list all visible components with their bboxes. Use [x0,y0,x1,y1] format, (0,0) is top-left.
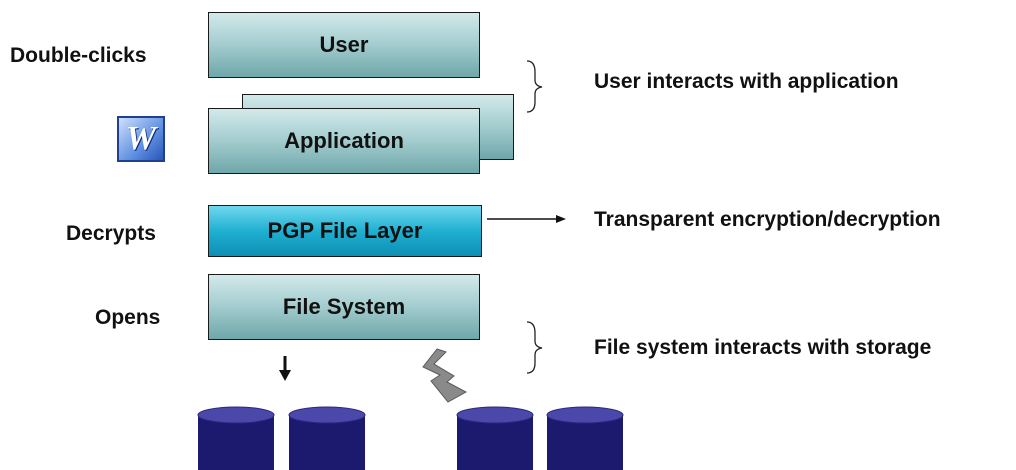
down-arrow-icon [279,356,291,381]
file-system-storage-label: File system interacts with storage [594,336,932,359]
decrypts-label: Decrypts [66,222,156,245]
user-layer-box: User [208,12,480,78]
word-document-icon: W [117,116,165,162]
user-interacts-label: User interacts with application [594,70,899,93]
pgp-file-layer-box: PGP File Layer [208,205,482,257]
disk-cylinder-icon [197,406,275,470]
pgp-file-layer-label: PGP File Layer [267,218,423,243]
double-clicks-label: Double-clicks [10,44,147,67]
file-system-layer-label: File System [282,294,406,319]
user-application-brace [526,60,543,113]
transparent-encryption-label: Transparent encryption/decryption [594,208,941,231]
disk-cylinder-icon [546,406,624,470]
opens-label: Opens [95,306,161,329]
lightning-bolt-icon [422,348,468,403]
file-system-layer-box: File System [208,274,480,340]
disk-cylinder-icon [288,406,366,470]
file-system-brace [526,321,543,374]
encryption-arrow [487,215,566,223]
disk-cylinder-icon [456,406,534,470]
user-layer-label: User [319,32,369,57]
application-layer-label: Application [284,128,404,153]
application-layer-box: Application [208,108,480,174]
